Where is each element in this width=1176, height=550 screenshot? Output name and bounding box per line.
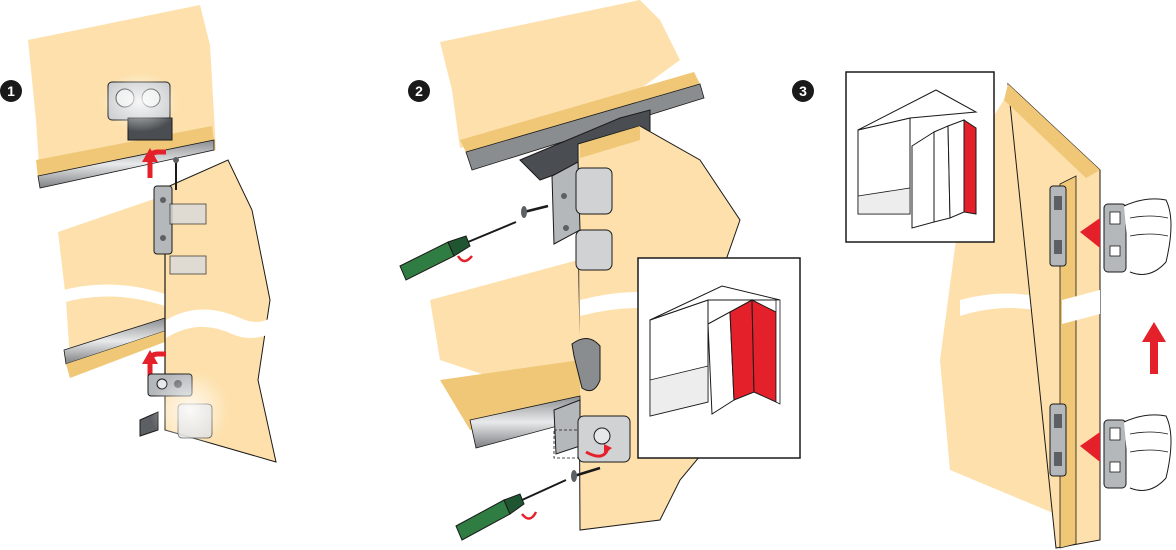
door-handle xyxy=(571,338,601,392)
step2-lower-hinge xyxy=(553,399,631,463)
step-1-panel xyxy=(28,5,277,463)
step2-upper-hinge xyxy=(551,161,613,271)
top-carriage xyxy=(100,72,180,141)
step3-door-edge xyxy=(1007,82,1101,549)
step3-lower-bracket xyxy=(1049,403,1067,477)
step-badge-1: 1 xyxy=(0,80,22,102)
step-badge-3: 3 xyxy=(792,80,814,102)
screwdriver-lower-icon xyxy=(455,479,567,541)
arrow-up-step3-icon xyxy=(1142,322,1166,374)
hand-icon xyxy=(1103,198,1172,275)
screwdriver-icon xyxy=(399,221,517,281)
step2-inset-folding-door xyxy=(637,257,801,459)
step-3-panel xyxy=(845,71,1172,549)
step-badge-2: 2 xyxy=(408,80,430,102)
screw-icon xyxy=(521,204,549,218)
step1-lower-hinge xyxy=(139,370,230,450)
step2-top-board xyxy=(440,0,680,148)
step1-upper-hinge xyxy=(153,157,207,275)
step3-inset-folding-door xyxy=(845,71,995,243)
step-2-panel xyxy=(399,0,801,541)
step3-upper-bracket xyxy=(1049,185,1067,267)
hand-lower-icon xyxy=(1103,414,1172,491)
